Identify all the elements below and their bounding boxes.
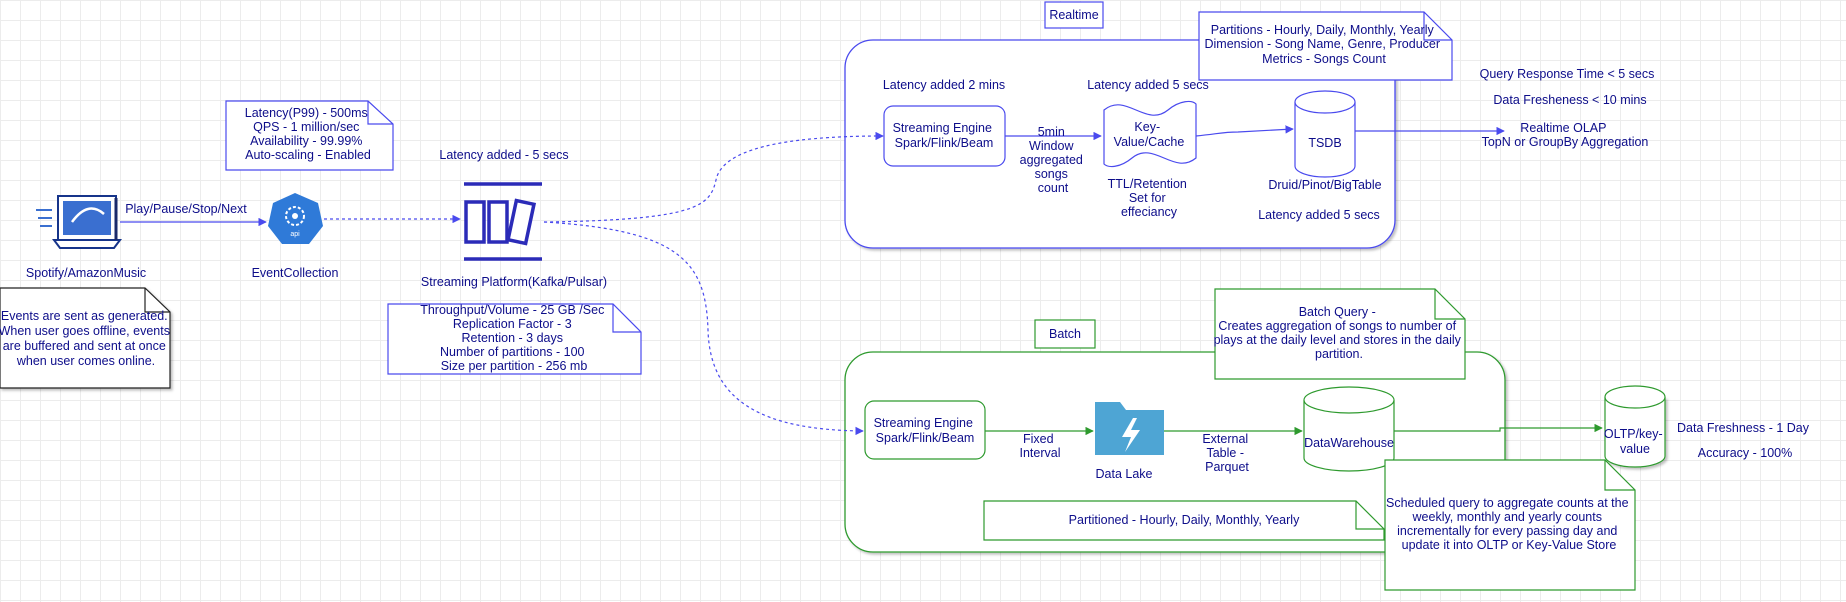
svg-text:Batch Query - Creates ag: Batch Query - Creates aggregation of son… bbox=[1214, 305, 1465, 361]
kv-caption: TTL/Retention Set for effeciancy bbox=[1108, 177, 1191, 219]
client-note-line: Events are sent as generated. bbox=[1, 309, 168, 323]
client-note-line: when user comes online. bbox=[16, 354, 155, 368]
edge-label-events: Play/Pause/Stop/Next bbox=[125, 202, 247, 216]
external-table-label: External Table - Parquet bbox=[1202, 432, 1251, 474]
batch-title-box[interactable] bbox=[1034, 319, 1096, 349]
partition-note-text: Partitioned - Hourly, Daily, Monthly, Ye… bbox=[1069, 513, 1300, 527]
collector-note-line: Auto-scaling - Enabled bbox=[245, 148, 371, 162]
window-label: 5min Window aggregated songs count bbox=[1020, 125, 1087, 195]
interval-label: Fixed Interval bbox=[1020, 432, 1061, 460]
collector-note-line: Availability - 99.99% bbox=[250, 134, 362, 148]
warehouse-cylinder[interactable] bbox=[1303, 386, 1395, 472]
tsdb-cylinder[interactable] bbox=[1294, 90, 1356, 178]
batch-title: Batch bbox=[1049, 327, 1081, 341]
batch-engine-label: Streaming Engine Spark/Flink/Beam bbox=[874, 416, 977, 445]
tsdb-label: TSDB bbox=[1308, 136, 1341, 150]
kv-latency: Latency added 5 secs bbox=[1087, 78, 1209, 92]
svg-text:Latency(P99) - 500ms QPS: Latency(P99) - 500ms QPS - 1 million/sec… bbox=[245, 106, 371, 162]
data-lake-icon[interactable] bbox=[1095, 402, 1164, 455]
svg-text:Events are sent as generated.: Events are sent as generated. When user … bbox=[0, 309, 173, 368]
realtime-note: Partitions - Hourly, Daily, Monthly, Yea… bbox=[1198, 11, 1453, 81]
schedule-note: Scheduled query to aggregate counts at t… bbox=[1384, 459, 1636, 591]
batch-query-line: partition. bbox=[1315, 347, 1363, 361]
realtime-sla-freshness: Data Fresheness < 10 mins bbox=[1493, 93, 1646, 107]
collector-note-line: Latency(P99) - 500ms bbox=[245, 106, 368, 120]
api-icon[interactable]: api bbox=[268, 193, 323, 244]
platform-latency-label: Latency added - 5 secs bbox=[439, 148, 568, 162]
collector-note: Latency(P99) - 500ms QPS - 1 million/sec… bbox=[225, 100, 394, 171]
realtime-title-box[interactable] bbox=[1044, 1, 1104, 29]
realtime-note-line: Partitions - Hourly, Daily, Monthly, Yea… bbox=[1211, 23, 1435, 37]
realtime-output: Realtime OLAP TopN or GroupBy Aggregatio… bbox=[1482, 121, 1649, 149]
batch-query-line: Creates aggregation of songs to number o… bbox=[1218, 319, 1456, 333]
platform-note-line: Size per partition - 256 mb bbox=[441, 359, 588, 373]
data-lake-label: Data Lake bbox=[1096, 467, 1153, 481]
platform-note-line: Retention - 3 days bbox=[462, 331, 563, 345]
collector-label: EventCollection bbox=[252, 266, 339, 280]
client-note-line: are buffered and sent at once bbox=[3, 339, 166, 353]
partition-note: Partitioned - Hourly, Daily, Monthly, Ye… bbox=[983, 500, 1385, 541]
oltp-label: OLTP/key- value bbox=[1604, 427, 1666, 456]
oltp-cylinder[interactable] bbox=[1604, 385, 1666, 468]
computer-icon bbox=[36, 195, 122, 249]
realtime-note-line: Metrics - Songs Count bbox=[1262, 52, 1386, 66]
svg-text:Partitions - Hourly, Daily, Mo: Partitions - Hourly, Daily, Monthly, Yea… bbox=[1204, 23, 1443, 66]
svg-text:Throughput/Volume - 25 GB /Sec: Throughput/Volume - 25 GB /Sec Replicati… bbox=[420, 303, 608, 373]
tsdb-latency: Latency added 5 secs bbox=[1258, 208, 1380, 222]
batch-sla-accuracy: Accuracy - 100% bbox=[1698, 446, 1792, 460]
realtime-note-line: Dimension - Song Name, Genre, Producer bbox=[1204, 37, 1440, 51]
client-note: Events are sent as generated. When user … bbox=[0, 287, 173, 389]
realtime-engine-latency: Latency added 2 mins bbox=[883, 78, 1005, 92]
edge-platform-to-realtime bbox=[543, 131, 884, 223]
edge-kv-to-tsdb bbox=[1195, 125, 1294, 137]
tsdb-caption: Druid/Pinot/BigTable bbox=[1268, 178, 1381, 192]
batch-engine-box[interactable] bbox=[864, 400, 986, 460]
warehouse-label: DataWarehouse bbox=[1304, 436, 1394, 450]
platform-note-line: Throughput/Volume - 25 GB /Sec bbox=[420, 303, 604, 317]
platform-label: Streaming Platform(Kafka/Pulsar) bbox=[421, 275, 607, 289]
batch-query-line: plays at the daily level and stores in t… bbox=[1214, 333, 1462, 347]
realtime-engine-label: Streaming Engine Spark/Flink/Beam bbox=[893, 121, 996, 150]
realtime-title: Realtime bbox=[1049, 8, 1098, 22]
batch-sla-freshness: Data Freshness - 1 Day bbox=[1677, 421, 1810, 435]
platform-note-line: Number of partitions - 100 bbox=[440, 345, 585, 359]
collector-note-line: QPS - 1 million/sec bbox=[253, 120, 359, 134]
platform-note-line: Replication Factor - 3 bbox=[453, 317, 572, 331]
batch-query-note: Batch Query - Creates aggregation of son… bbox=[1214, 288, 1466, 380]
kv-store-shape[interactable] bbox=[1103, 100, 1197, 168]
schedule-note-line: Scheduled query to aggregate counts at t… bbox=[1386, 496, 1629, 510]
platform-note: Throughput/Volume - 25 GB /Sec Replicati… bbox=[387, 303, 642, 375]
client-note-line: When user goes offline, events bbox=[0, 324, 170, 338]
edge-warehouse-to-oltp bbox=[1394, 423, 1603, 433]
svg-text:Scheduled query to aggregate c: Scheduled query to aggregate counts at t… bbox=[1386, 496, 1632, 552]
client-label: Spotify/AmazonMusic bbox=[26, 266, 146, 280]
kv-label: Key- Value/Cache bbox=[1114, 120, 1185, 149]
realtime-sla-response: Query Response Time < 5 secs bbox=[1480, 67, 1655, 81]
streaming-platform-icon[interactable] bbox=[464, 182, 542, 261]
schedule-note-line: weekly, monthly and yearly counts bbox=[1412, 510, 1602, 524]
edge-platform-to-batch bbox=[543, 221, 864, 436]
api-icon-text: api bbox=[290, 231, 300, 238]
schedule-note-line: update it into OLTP or Key-Value Store bbox=[1402, 538, 1617, 552]
batch-query-line: Batch Query - bbox=[1299, 305, 1376, 319]
schedule-note-line: incrementally for every passing day and bbox=[1397, 524, 1617, 538]
